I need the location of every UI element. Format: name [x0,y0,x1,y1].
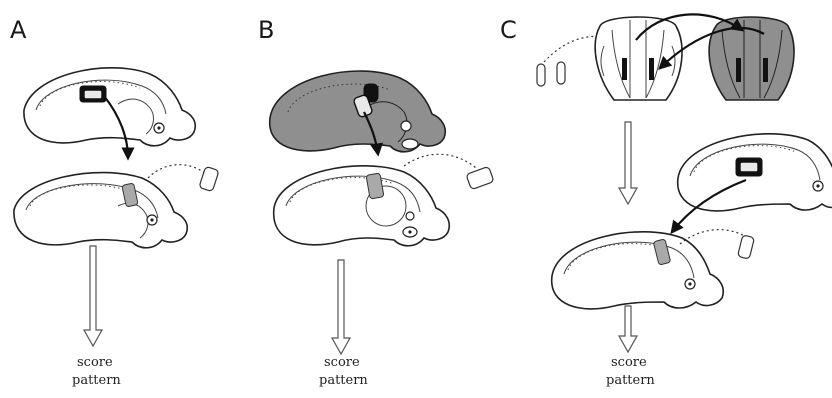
hollow-down-arrow-c [619,306,637,352]
removed-tissue-c [738,235,755,259]
removed-strip-c-1 [537,64,545,86]
output-label-line1-c: score [611,355,647,370]
panel-letter-b: B [258,16,274,44]
panel-c: C [500,14,832,388]
removed-tissue-path-b [404,154,476,168]
removed-tissue-b [466,166,494,189]
eye-icon [401,121,411,131]
output-label-line1-b: score [324,355,360,370]
panel-b: B score pattern [258,16,494,388]
output-label-line2-b: pattern [319,373,368,388]
eye-icon [406,212,414,220]
hollow-down-arrow-b [332,260,350,354]
panel-a: A score pattern [10,16,219,388]
output-label-line1-a: score [77,355,113,370]
hollow-down-arrow-a [84,246,102,346]
donor-embryo-b [270,71,446,152]
removed-tissue-path-c [680,230,748,244]
panel-letter-a: A [10,16,27,44]
donor-embryo-a [24,68,195,146]
removed-tissue-a [199,166,219,191]
hollow-down-arrow-c-top [619,122,637,204]
panel-letter-c: C [500,16,517,44]
removed-strip-c-2 [557,62,565,84]
host-embryo-a [14,173,187,248]
output-label-line2-c: pattern [606,373,655,388]
removed-tissue-path-a [148,165,206,178]
host-embryo-c [552,232,724,309]
output-label-line2-a: pattern [72,373,121,388]
donor-embryo-c [678,134,832,211]
host-embryo-b [274,166,450,246]
